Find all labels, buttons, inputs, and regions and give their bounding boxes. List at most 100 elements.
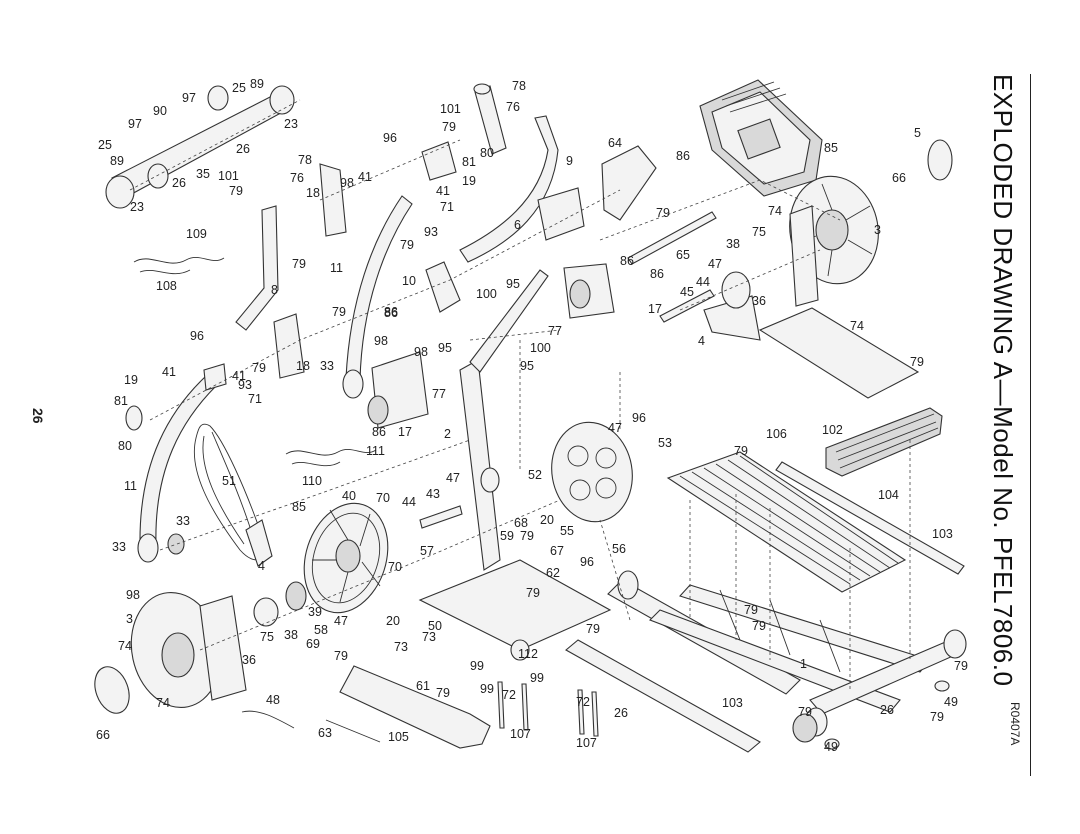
part-callout: 73 [422, 630, 436, 644]
part-callout: 107 [510, 727, 531, 741]
part-callout: 6 [514, 218, 521, 232]
part-callout: 20 [386, 614, 400, 628]
part-callout: 50 [428, 619, 442, 633]
part-callout: 93 [238, 378, 252, 392]
part-callout: 53 [658, 436, 672, 450]
part-callout: 79 [930, 710, 944, 724]
part-callout: 73 [394, 640, 408, 654]
part-callout: 97 [182, 91, 196, 105]
part-callout: 48 [266, 693, 280, 707]
part-callout: 17 [398, 425, 412, 439]
part-callout: 79 [798, 705, 812, 719]
part-callout: 98 [414, 345, 428, 359]
part-callout: 11 [330, 261, 343, 275]
part-callout: 79 [229, 184, 243, 198]
brackets [94, 139, 953, 714]
part-callout: 25 [98, 138, 112, 152]
part-callout: 103 [722, 696, 743, 710]
part-callout: 112 [518, 647, 538, 661]
part-callout: 66 [892, 171, 906, 185]
part-callout: 70 [376, 491, 390, 505]
part-callout: 86 [676, 149, 690, 163]
part-callout: 86 [620, 254, 634, 268]
part-callout: 79 [744, 603, 758, 617]
part-callout: 66 [96, 728, 110, 742]
part-callout: 74 [118, 639, 132, 653]
part-callout: 35 [196, 167, 210, 181]
part-callout: 79 [442, 120, 456, 134]
handlebar-post [459, 115, 559, 263]
part-callout: 4 [258, 559, 265, 573]
part-callout: 2 [444, 427, 451, 441]
part-callout: 33 [112, 540, 126, 554]
part-callout: 23 [284, 117, 298, 131]
part-callout: 76 [506, 100, 520, 114]
part-callout: 108 [156, 279, 177, 293]
part-callout: 18 [296, 359, 310, 373]
part-callout: 5 [914, 126, 921, 140]
part-callout: 100 [476, 287, 497, 301]
part-callout: 89 [110, 154, 124, 168]
part-callout: 79 [0, 0, 14, 3]
part-callout: 106 [766, 427, 787, 441]
part-callout: 81 [114, 394, 128, 408]
part-callout: 79 [520, 529, 534, 543]
page-number: 26 [30, 408, 46, 424]
part-callout: 102 [822, 423, 843, 437]
part-callout: 79 [752, 619, 766, 633]
part-callout: 47 [608, 421, 622, 435]
part-callout: 20 [540, 513, 554, 527]
part-callout: 41 [162, 365, 176, 379]
part-callout: 39 [308, 605, 322, 619]
part-callout: 38 [284, 628, 298, 642]
drawing-code: R0407A [1008, 702, 1022, 746]
part-callout: 71 [440, 200, 454, 214]
covers [339, 145, 657, 749]
part-callout: 64 [608, 136, 622, 150]
part-callout: 41 [232, 369, 246, 383]
part-callout: 101 [218, 169, 239, 183]
legs-and-feet [497, 680, 950, 750]
part-callout: 3 [126, 612, 133, 626]
part-callout: 79 [400, 238, 414, 252]
part-callout: 77 [548, 324, 562, 338]
part-callout: 96 [632, 411, 646, 425]
part-callout: 75 [260, 630, 274, 644]
part-callout: 111 [366, 444, 385, 458]
part-callout: 17 [648, 302, 662, 316]
part-callout: 85 [824, 141, 838, 155]
part-callout: 70 [388, 560, 402, 574]
part-callout: 79 [954, 659, 968, 673]
part-callout: 86 [384, 306, 398, 320]
part-callout: 79 [436, 686, 450, 700]
flywheel-40 [303, 502, 389, 614]
part-callout: 47 [708, 257, 722, 271]
part-callout: 97 [128, 117, 142, 131]
part-callout: 8 [271, 283, 278, 297]
part-callout: 38 [726, 237, 740, 251]
part-callout: 79 [0, 0, 14, 3]
part-callout: 49 [944, 695, 958, 709]
part-callout: 58 [314, 623, 328, 637]
part-callout: 96 [580, 555, 594, 569]
part-callout: 59 [500, 529, 514, 543]
part-callout: 90 [153, 104, 167, 118]
part-callout: 52 [528, 468, 542, 482]
part-callout: 11 [124, 479, 137, 493]
part-callout: 63 [318, 726, 332, 740]
part-callout: 47 [334, 614, 348, 628]
part-callout: 51 [222, 474, 236, 488]
arm-tubes [235, 83, 507, 331]
part-callout: 23 [130, 200, 144, 214]
title-rule [1030, 74, 1031, 776]
part-callout: 110 [302, 474, 322, 488]
wire-harnesses [133, 256, 381, 743]
part-callout: 104 [878, 488, 899, 502]
part-callout: 98 [126, 588, 140, 602]
console [699, 79, 823, 197]
part-callout: 78 [512, 79, 526, 93]
part-callout: 79 [292, 257, 306, 271]
part-callout: 18 [306, 186, 320, 200]
part-callout: 61 [416, 679, 430, 693]
